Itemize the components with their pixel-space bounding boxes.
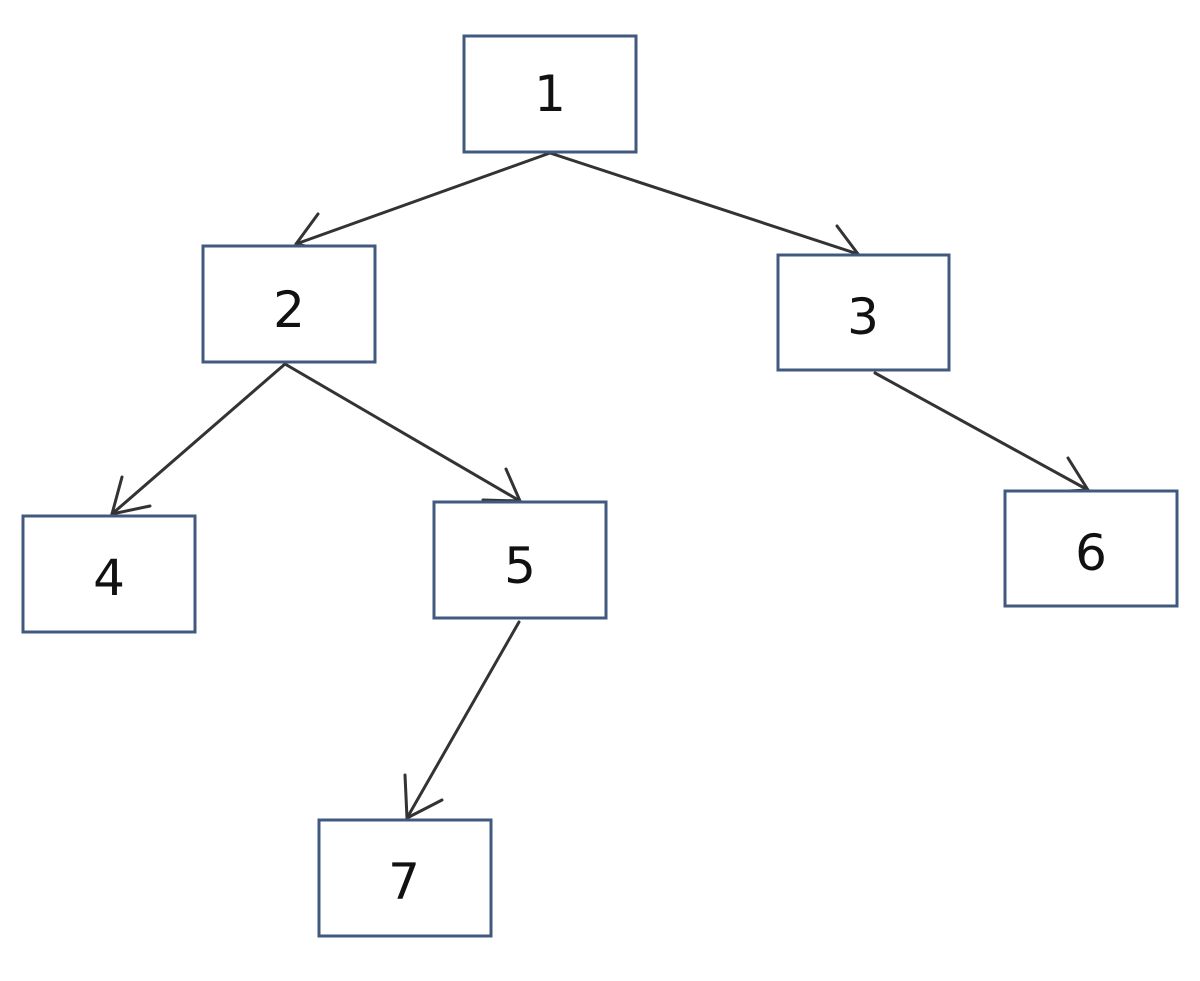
tree-node-2: 2: [201, 244, 377, 364]
node-label: 7: [388, 853, 420, 911]
edge-5-to-7: [403, 620, 521, 820]
edge-1-to-3: [548, 151, 860, 265]
tree-node-7: 7: [317, 818, 493, 938]
edge-2-to-5: [283, 362, 522, 503]
edge-3-to-6: [873, 371, 1090, 494]
node-label: 5: [504, 537, 536, 595]
tree-node-4: 4: [21, 514, 197, 634]
tree-node-3: 3: [776, 253, 951, 372]
tree-node-5: 5: [432, 500, 608, 620]
node-label: 3: [847, 288, 879, 346]
tree-node-1: 1: [462, 34, 638, 154]
node-label: 1: [534, 65, 566, 123]
node-label: 4: [93, 549, 125, 607]
edge-2-to-4: [110, 362, 287, 516]
edge-1-to-2: [294, 151, 552, 254]
tree-node-6: 6: [1003, 489, 1179, 608]
node-label: 2: [273, 281, 305, 339]
node-label: 6: [1075, 524, 1107, 582]
